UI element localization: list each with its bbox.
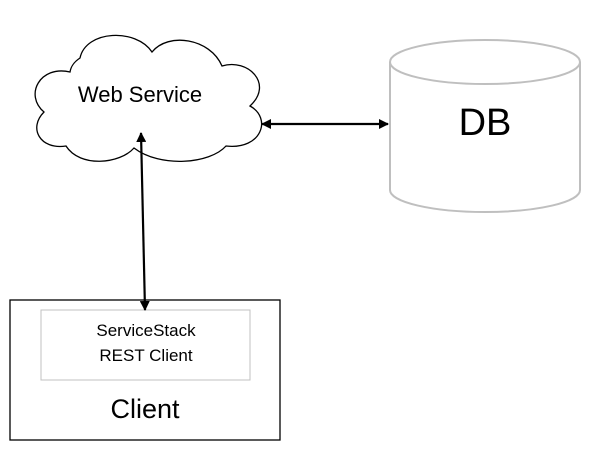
client-label: Client [110, 394, 180, 424]
web-service-cloud [34, 34, 263, 162]
web-service-label: Web Service [77, 82, 203, 107]
rest-client-label-line2: REST Client [99, 346, 193, 365]
rest-client-label-line1: ServiceStack [96, 321, 196, 340]
rest-client-box [40, 309, 251, 381]
db-cylinder [389, 39, 581, 213]
connector-webservice-client [136, 132, 150, 311]
db-label: DB [458, 102, 512, 144]
